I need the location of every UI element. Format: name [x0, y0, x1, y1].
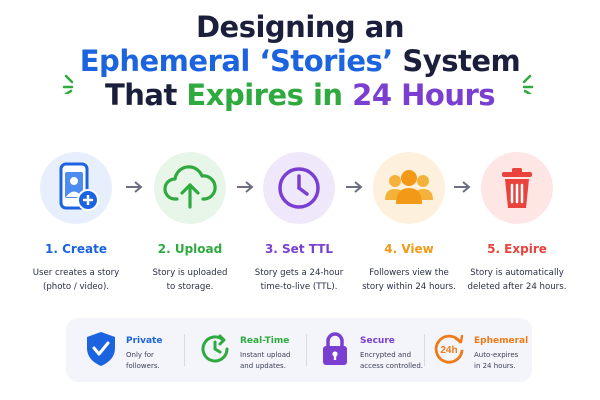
title-line-3: That Expires in 24 Hours — [0, 78, 600, 112]
step-view: 4. View Followers view the story within … — [351, 152, 467, 294]
users-icon — [385, 170, 433, 204]
step-view-circle — [373, 152, 445, 224]
step-upload-desc-line2: to storage. — [166, 282, 214, 292]
step-create-desc-line1: User creates a story — [32, 268, 120, 278]
step-view-desc-line2: story within 24 hours. — [362, 282, 456, 292]
feature-real-time: Real-Time Instant upload and updates. — [198, 318, 308, 382]
24h-badge-text: 24h — [440, 345, 457, 356]
phone-add-icon — [59, 162, 99, 211]
feature-private-desc-line2: followers. — [126, 362, 160, 370]
arrow-right-icon — [126, 181, 143, 193]
step-set-ttl-circle — [263, 152, 335, 224]
feature-secure: Secure Encrypted and access controlled. — [318, 318, 428, 382]
step-upload-circle — [154, 152, 226, 224]
title-line-2-highlight: Ephemeral ‘Stories’ — [79, 44, 394, 78]
step-upload-label: 2. Upload — [157, 242, 223, 256]
step-view-desc-line1: Followers view the — [369, 268, 449, 278]
step-upload-desc-line1: Story is uploaded — [152, 268, 228, 278]
step-upload-desc: Story is uploaded to storage. — [132, 266, 248, 294]
feature-private-desc: Only for followers. — [126, 350, 198, 372]
feature-ephemeral-title: Ephemeral — [474, 336, 529, 346]
step-expire-label: 5. Expire — [487, 242, 547, 256]
divider — [306, 334, 307, 366]
feature-ephemeral-desc-line2: in 24 hours. — [474, 362, 516, 370]
arrow-right-icon — [346, 181, 363, 193]
feature-real-time-desc: Instant upload and updates. — [240, 350, 312, 372]
step-set-ttl-desc: Story gets a 24-hour time-to-live (TTL). — [241, 266, 357, 294]
sparkle-left-icon — [62, 74, 74, 94]
feature-secure-desc-line2: access controlled. — [360, 362, 423, 370]
step-view-label: 4. View — [384, 242, 434, 256]
step-expire-circle — [481, 152, 553, 224]
sparkle-right-icon — [522, 74, 534, 94]
title-line-3-green: Expires in — [186, 78, 343, 112]
feature-real-time-desc-line1: Instant upload — [240, 351, 291, 359]
24h-icon: 24h — [434, 334, 464, 364]
step-expire: 5. Expire Story is automatically deleted… — [459, 152, 575, 294]
title-line-3-purple: 24 Hours — [352, 78, 496, 112]
page-title: Designing an Ephemeral ‘Stories’ System … — [0, 10, 600, 112]
step-create: 1. Create User creates a story (photo / … — [18, 152, 134, 294]
step-expire-desc-line2: deleted after 24 hours. — [467, 282, 567, 292]
title-line-2: Ephemeral ‘Stories’ System — [0, 44, 600, 78]
lock-icon — [323, 332, 347, 365]
feature-ephemeral: 24h Ephemeral Auto-expires in 24 hours. — [432, 318, 542, 382]
feature-ephemeral-desc: Auto-expires in 24 hours. — [474, 350, 546, 372]
step-set-ttl-desc-line2: time-to-live (TTL). — [260, 282, 338, 292]
arrow-right-icon — [237, 181, 254, 193]
feature-ephemeral-desc-line1: Auto-expires — [474, 351, 519, 359]
step-expire-desc: Story is automatically deleted after 24 … — [459, 266, 575, 294]
feature-secure-title: Secure — [360, 336, 395, 346]
clock-icon — [278, 167, 320, 209]
title-line-1: Designing an — [195, 10, 405, 44]
feature-real-time-desc-line2: and updates. — [240, 362, 286, 370]
step-set-ttl-label: 3. Set TTL — [264, 242, 334, 256]
step-create-label: 1. Create — [45, 242, 107, 256]
divider — [424, 334, 425, 366]
step-create-desc-line2: (photo / video). — [42, 282, 110, 292]
step-expire-desc-line1: Story is automatically — [470, 268, 564, 278]
step-create-desc: User creates a story (photo / video). — [18, 266, 134, 294]
feature-private-title: Private — [126, 336, 163, 346]
feature-secure-desc: Encrypted and access controlled. — [360, 350, 432, 372]
step-set-ttl: 3. Set TTL Story gets a 24-hour time-to-… — [241, 152, 357, 294]
step-upload: 2. Upload Story is uploaded to storage. — [132, 152, 248, 294]
feature-real-time-title: Real-Time — [240, 336, 290, 346]
realtime-clock-icon — [201, 334, 229, 363]
step-create-circle — [40, 152, 112, 224]
step-set-ttl-desc-line1: Story gets a 24-hour — [254, 268, 344, 278]
title-line-3-start: That — [104, 78, 177, 112]
trash-icon — [502, 168, 532, 208]
feature-private: Private Only for followers. — [84, 318, 194, 382]
title-line-2-rest: System — [402, 44, 521, 78]
feature-private-desc-line1: Only for — [126, 351, 154, 359]
arrow-right-icon — [454, 181, 471, 193]
shield-check-icon — [87, 332, 115, 366]
feature-secure-desc-line1: Encrypted and — [360, 351, 412, 359]
step-view-desc: Followers view the story within 24 hours… — [351, 266, 467, 294]
divider — [184, 334, 185, 366]
features-panel: Private Only for followers. Real-Time In… — [66, 318, 532, 382]
cloud-upload-icon — [163, 165, 217, 209]
